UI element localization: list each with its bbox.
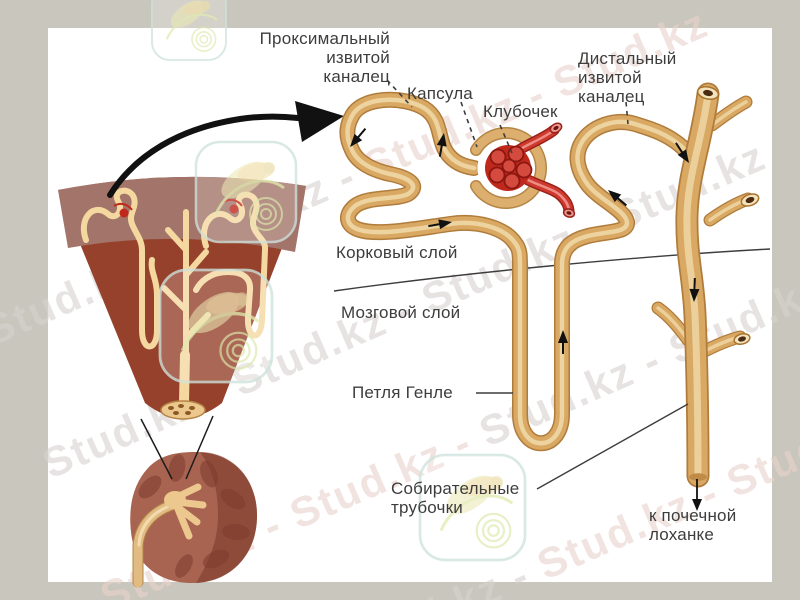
stud-kz-logo-icon <box>158 268 274 384</box>
wedge-nephron-left <box>80 187 160 350</box>
wedge-papilla <box>160 400 206 420</box>
label-cortex-layer: Корковый слой <box>336 243 458 262</box>
flow-arrows <box>350 127 702 511</box>
label-distal-tubule: Дистальный извитой каналец <box>578 49 677 106</box>
wedge-to-kidney-lines <box>140 415 214 480</box>
label-glomerulus: Клубочек <box>483 102 558 121</box>
glomerulus-vessels <box>516 122 576 218</box>
duct-open-ends <box>689 85 760 481</box>
label-medulla-layer: Мозговой слой <box>341 303 461 322</box>
to-pelvis-arrow <box>692 479 702 511</box>
kidney-pyramids <box>138 454 250 578</box>
leader-lines <box>386 79 689 490</box>
collecting-duct <box>658 85 760 481</box>
distal-leader-line <box>625 101 629 125</box>
collecting-leader-line <box>536 403 689 490</box>
label-proximal-tubule: Проксимальный извитой каналец <box>259 29 390 86</box>
label-collecting-ducts: Собирательные трубочки <box>391 479 520 517</box>
kidney-pelvis <box>132 483 207 588</box>
label-capsule: Капсула <box>407 84 473 103</box>
magnify-arrow-icon <box>107 101 344 198</box>
capsule-leader-line <box>460 101 478 148</box>
kidney-cross-section <box>130 415 258 588</box>
proximal-leader-line <box>386 79 413 108</box>
label-to-renal-pelvis: к почечной лоханке <box>649 506 737 544</box>
glomerulus <box>485 145 533 191</box>
stud-kz-logo-icon <box>194 140 298 244</box>
label-henle-loop: Петля Генле <box>352 383 453 402</box>
